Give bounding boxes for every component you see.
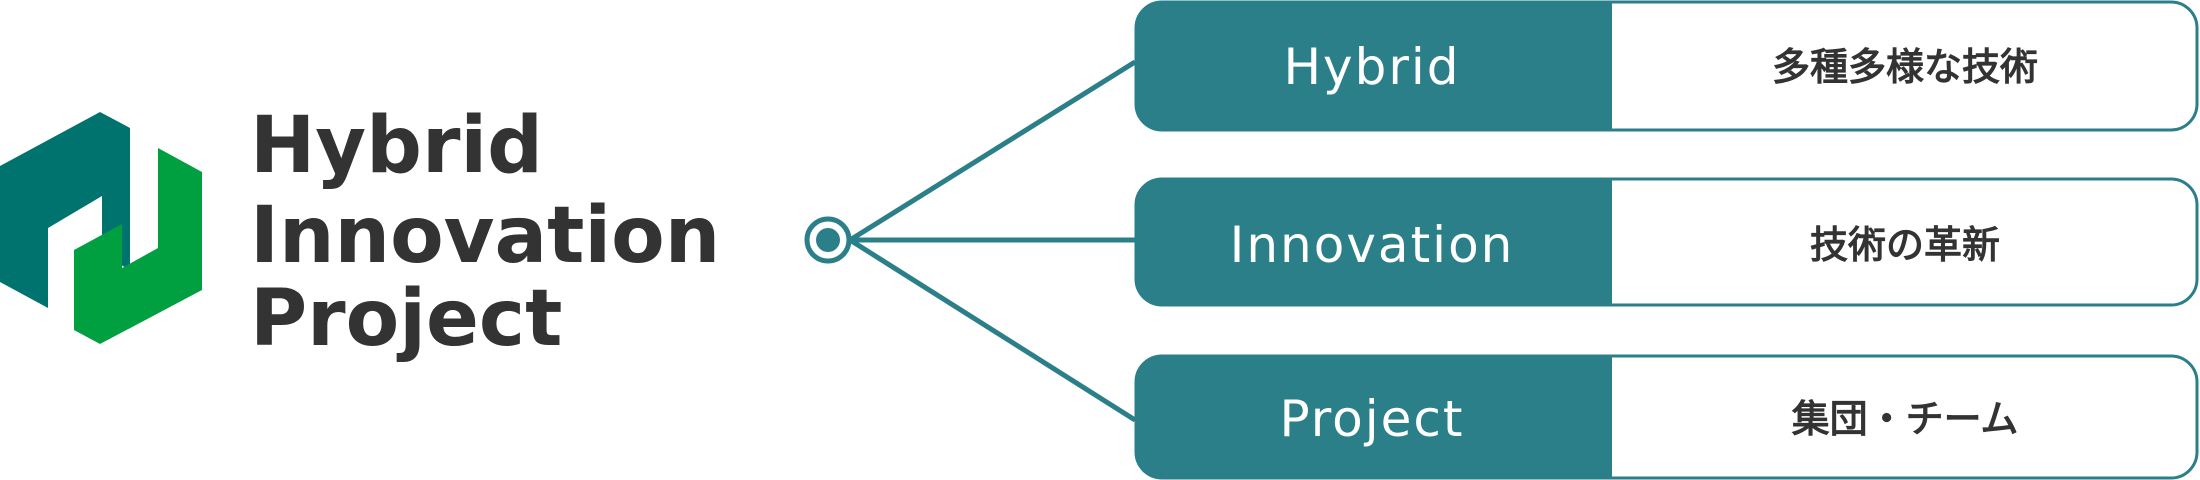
logo-title-line-1: Hybrid <box>250 101 543 191</box>
term-row-innovation: Innovation 技術の革新 <box>1134 177 2199 307</box>
hub-node <box>804 216 852 264</box>
logo-title-line-3: Project <box>250 274 562 364</box>
logo-mark-icon <box>0 112 202 344</box>
connector-lines <box>848 59 1137 423</box>
term-label: Hybrid <box>1283 38 1460 96</box>
logo-title-line-2: Innovation <box>250 191 720 281</box>
term-row-project: Project 集団・チーム <box>1134 354 2199 480</box>
term-box <box>1136 2 1612 130</box>
term-label: Innovation <box>1230 216 1515 274</box>
meaning-label: 技術の革新 <box>1810 223 2000 267</box>
meaning-label: 集団・チーム <box>1791 397 2019 441</box>
term-row-hybrid: Hybrid 多種多様な技術 <box>1134 0 2199 132</box>
term-box <box>1136 179 1612 305</box>
logo-teal-shape <box>0 112 130 308</box>
meaning-label: 多種多様な技術 <box>1772 45 2038 89</box>
term-label: Project <box>1279 390 1464 448</box>
hub-node-dot <box>816 228 840 252</box>
term-box <box>1136 356 1612 478</box>
logo-green-shape <box>74 148 202 344</box>
connector-line-hybrid <box>848 59 1137 243</box>
connector-line-project <box>848 237 1137 423</box>
